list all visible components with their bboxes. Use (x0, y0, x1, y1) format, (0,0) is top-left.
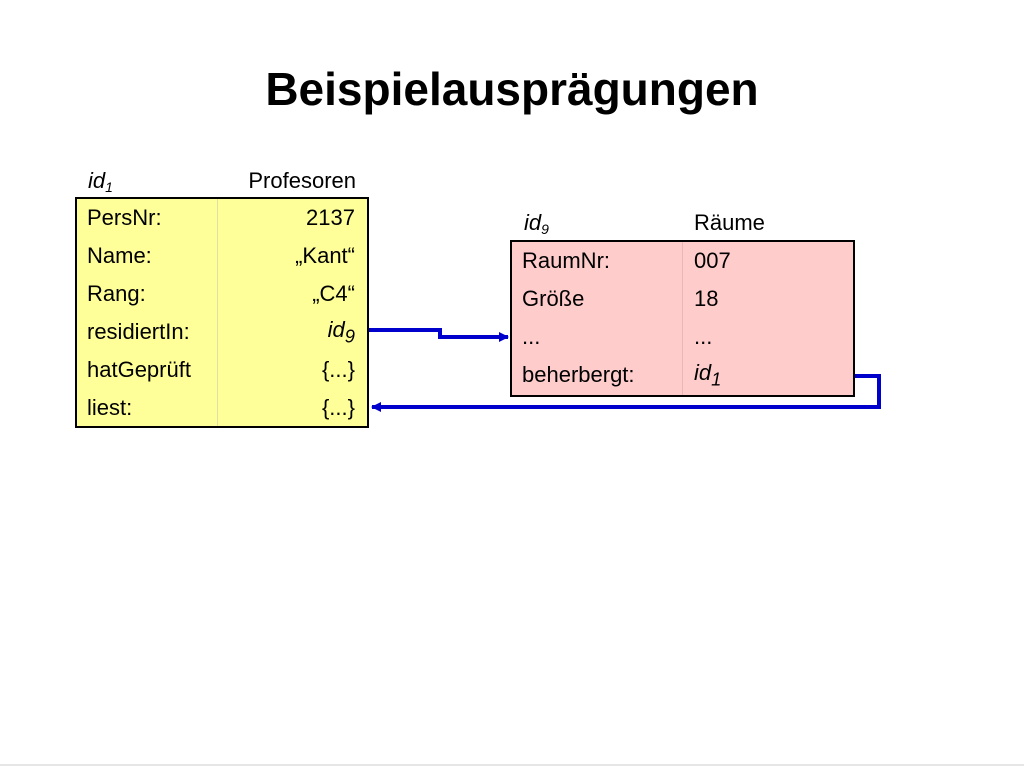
attr-value: 2137 (306, 205, 355, 230)
professor-row-hatgeprueft: hatGeprüft {...} (77, 351, 367, 389)
attr-label: Rang: (87, 281, 146, 306)
attr-label: ... (522, 324, 541, 349)
attr-value: 18 (694, 286, 719, 311)
room-row-beherbergt: beherbergt: id1 (512, 356, 853, 394)
room-row-ellipsis: ... ... (512, 318, 853, 356)
attr-label: RaumNr: (522, 248, 611, 273)
footer-rule (0, 764, 1024, 766)
arrow-beherbergt-to-professor (371, 374, 881, 412)
attr-label: Name: (87, 243, 152, 268)
room-class-name: Räume (694, 210, 765, 235)
professor-header: id1 Profesoren (88, 168, 356, 195)
attr-label: Größe (522, 286, 585, 311)
attr-label: PersNr: (87, 205, 162, 230)
professor-row-liest: liest: {...} (77, 389, 367, 427)
arrow-residiertin-to-room (369, 328, 509, 342)
room-header: id9 Räume (524, 210, 774, 237)
slide-title: Beispielausprägungen (265, 63, 759, 115)
attr-value: {...} (321, 395, 355, 420)
professor-row-name: Name: „Kant“ (77, 237, 367, 275)
attr-value: {...} (321, 357, 355, 382)
attr-value-reference: id9 (327, 316, 355, 347)
room-row-raumnr: RaumNr: 007 (512, 242, 853, 280)
attr-label: hatGeprüft (87, 357, 191, 382)
professor-row-rang: Rang: „C4“ (77, 275, 367, 313)
professor-column-divider (217, 199, 218, 426)
attr-label: beherbergt: (522, 362, 635, 387)
professor-id: id1 (88, 168, 113, 195)
professor-object-box: PersNr: 2137 Name: „Kant“ Rang: „C4“ res… (75, 197, 369, 428)
room-object-box: RaumNr: 007 Größe 18 ... ... beherbergt:… (510, 240, 855, 397)
room-id: id9 (524, 210, 549, 237)
attr-label: liest: (87, 395, 133, 420)
attr-value: 007 (694, 248, 731, 273)
attr-label: residiertIn: (87, 319, 190, 344)
attr-value: ... (694, 324, 713, 349)
attr-value-reference: id1 (694, 359, 722, 390)
professor-row-persnr: PersNr: 2137 (77, 199, 367, 237)
room-row-groesse: Größe 18 (512, 280, 853, 318)
attr-value: „C4“ (312, 281, 355, 306)
room-column-divider (682, 242, 683, 395)
professor-row-residiertin: residiertIn: id9 (77, 313, 367, 351)
professor-class-name: Profesoren (248, 168, 356, 193)
attr-value: „Kant“ (295, 243, 355, 268)
